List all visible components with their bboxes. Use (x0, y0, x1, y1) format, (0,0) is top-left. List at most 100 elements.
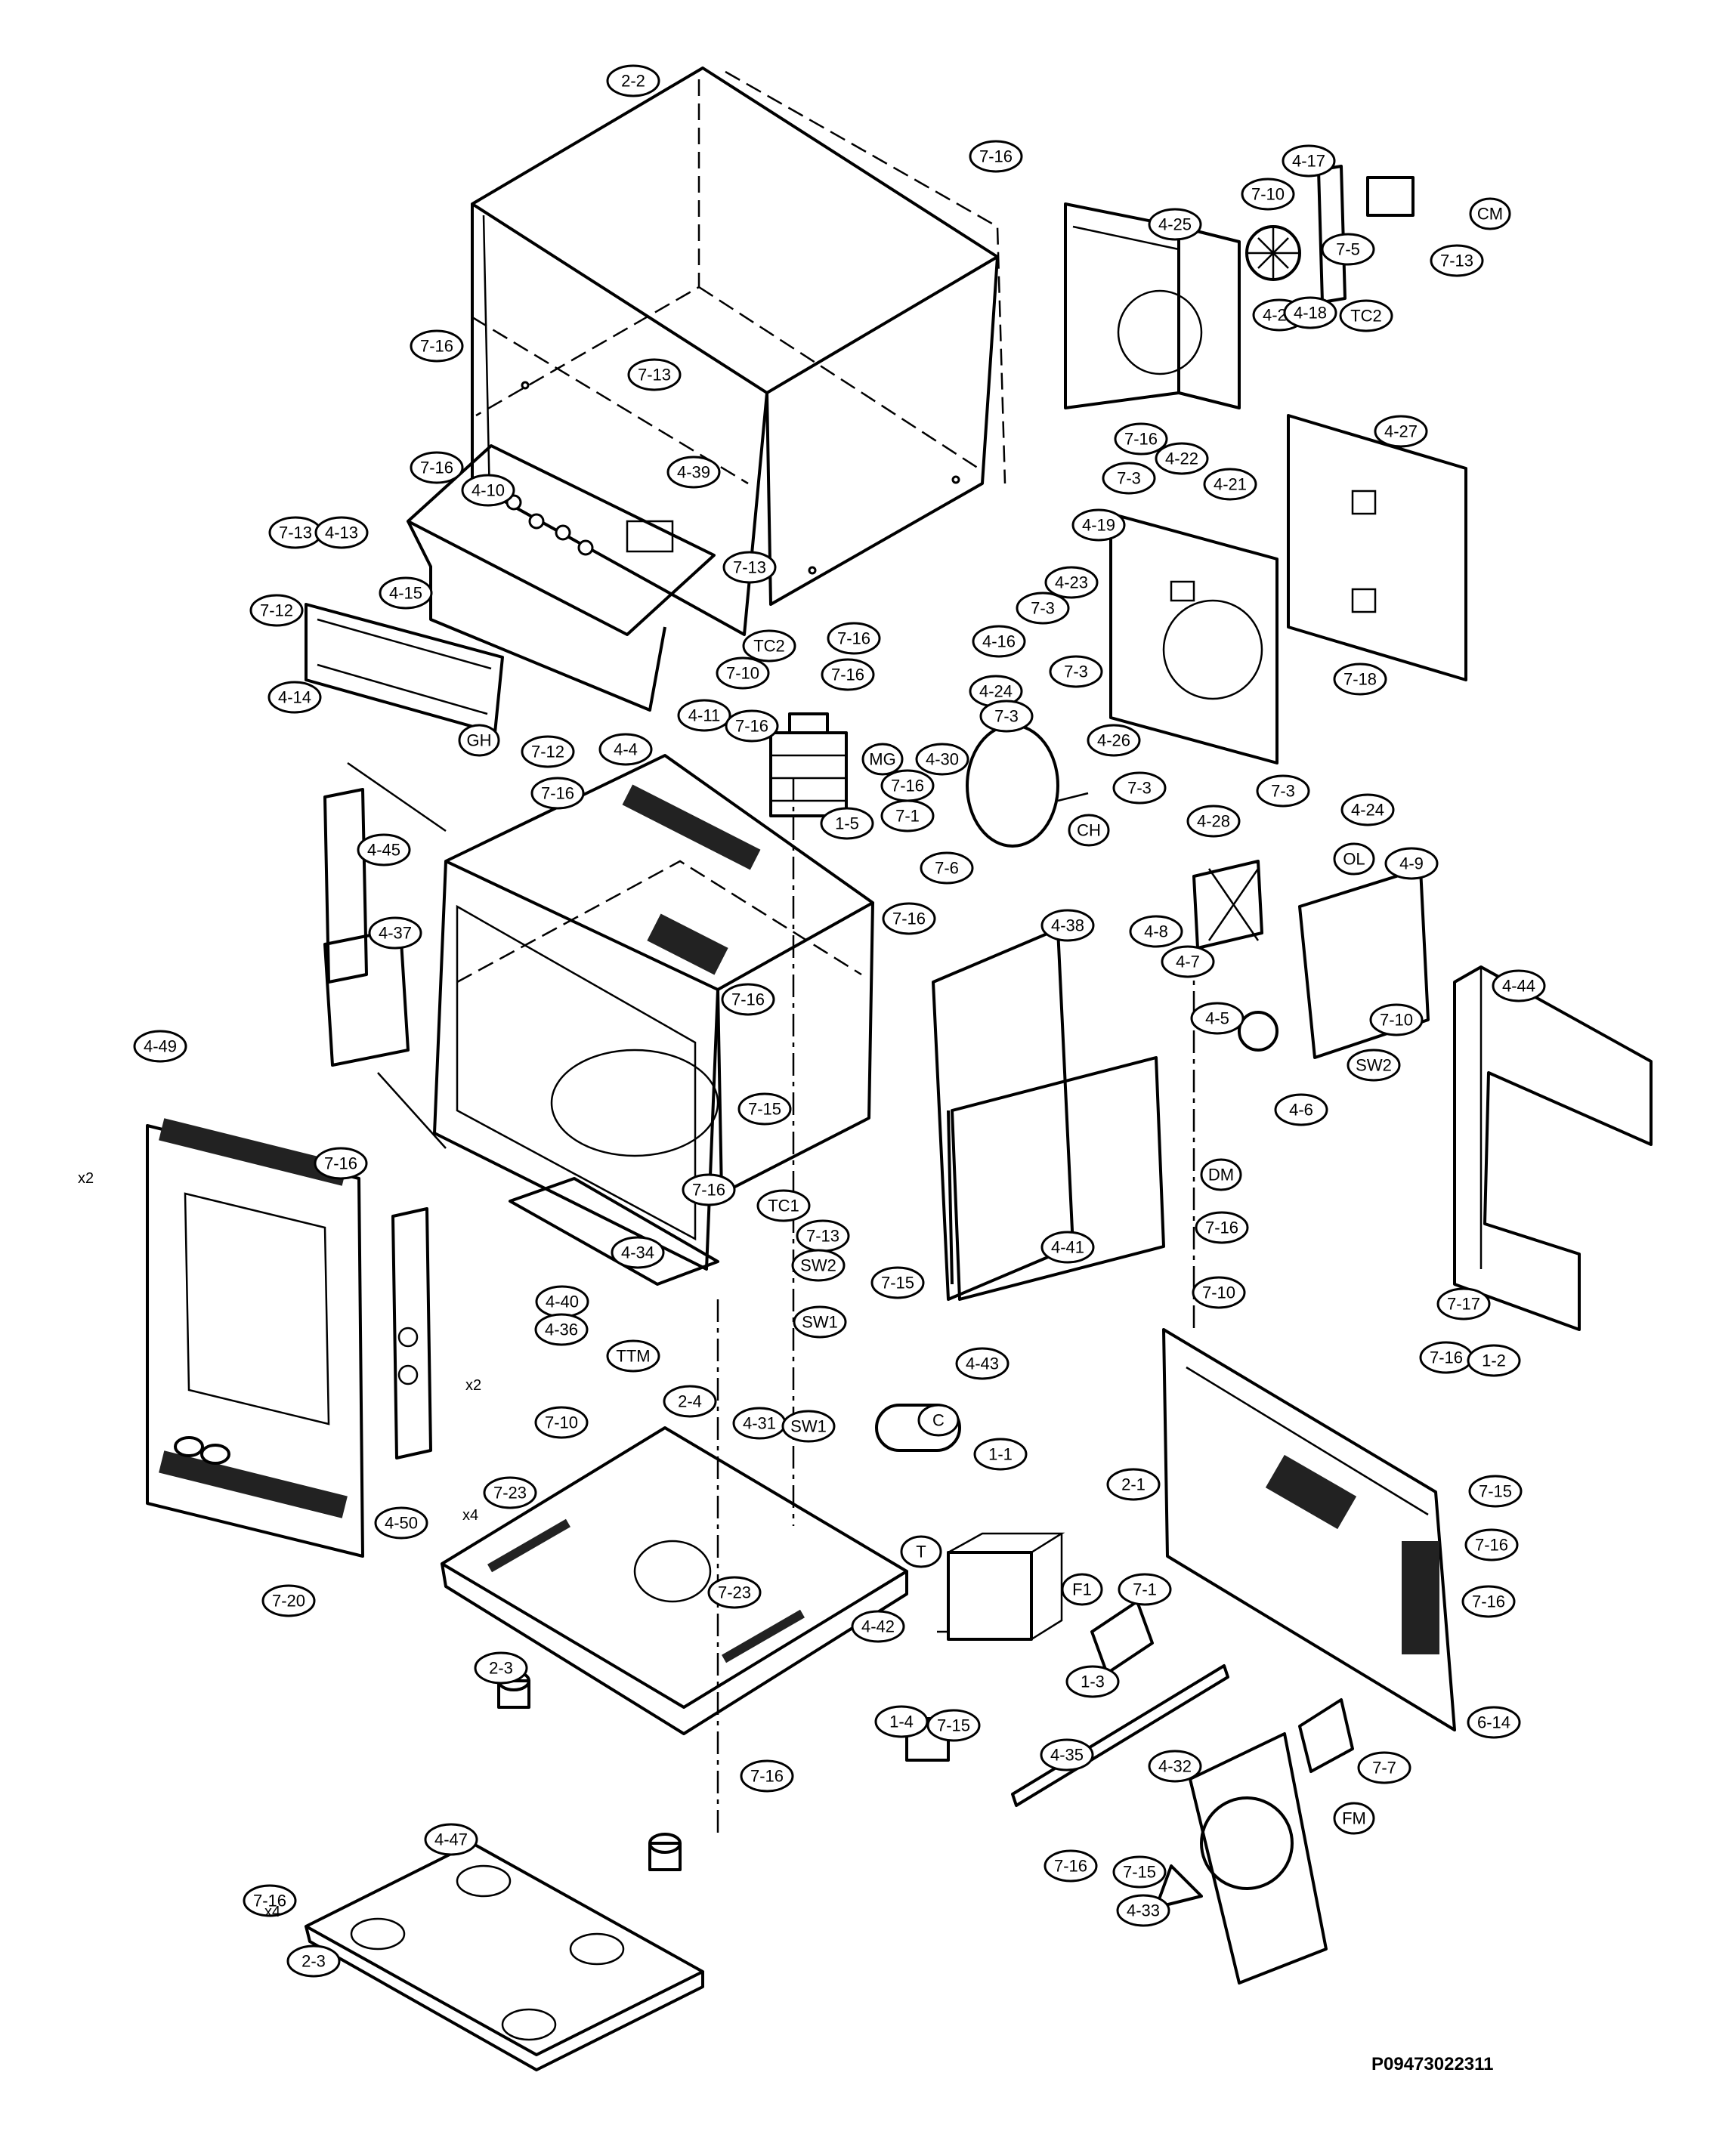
callout-bubble (133, 1030, 187, 1063)
callout-bubble (972, 625, 1026, 658)
callout-label: 7-16 (1054, 1857, 1087, 1876)
part-callout: 7-13 (268, 516, 323, 549)
fan-duct-drawing (1155, 1698, 1354, 1985)
base-plate-drawing (441, 1426, 908, 1735)
callout-label: F1 (1072, 1580, 1092, 1599)
part-callout: 7-16 (740, 1759, 794, 1793)
part-callout: 7-15 (1112, 1855, 1167, 1889)
callout-bubble (1112, 771, 1167, 805)
part-callout: 4-37 (368, 916, 422, 950)
callout-bubble (821, 658, 875, 691)
callout-bubble (722, 551, 777, 584)
callout-label: 7-10 (1202, 1283, 1235, 1302)
callout-label: MG (869, 750, 895, 769)
callout-bubble (1200, 1158, 1242, 1191)
part-callout: 7-10 (1241, 178, 1295, 211)
callout-label: 7-12 (531, 743, 564, 761)
callout-bubble (1492, 969, 1546, 1002)
part-callout: 4-18 (1283, 296, 1337, 329)
callout-bubble (1044, 566, 1099, 599)
callout-label: 4-7 (1176, 953, 1200, 971)
part-callout: 4-24 (1340, 793, 1395, 826)
part-callout: 2-1 (1106, 1468, 1161, 1501)
callout-label: 7-16 (1430, 1348, 1463, 1367)
part-callout: 4-44 (1492, 969, 1546, 1002)
callout-label: 4-24 (979, 682, 1013, 701)
callout-bubble (1283, 296, 1337, 329)
callout-bubble (1112, 1855, 1167, 1889)
callout-label: 7-3 (1117, 469, 1141, 488)
part-callout: 4-21 (1203, 468, 1257, 501)
part-callout: SW2 (1347, 1049, 1401, 1082)
callout-label: 7-1 (895, 807, 920, 826)
callout-bubble (1192, 1276, 1246, 1309)
callout-label: 7-16 (1472, 1592, 1505, 1611)
callout-label: C (932, 1411, 945, 1430)
callout-label: CM (1477, 205, 1503, 224)
part-callout: 7-16 (682, 1173, 736, 1206)
callout-bubble (851, 1610, 905, 1643)
callout-bubble (1071, 508, 1126, 542)
part-callout: 4-41 (1040, 1231, 1095, 1264)
part-callout: 7-7 (1357, 1751, 1411, 1784)
part-callout: 4-34 (611, 1236, 665, 1269)
back-plate-drawing (1162, 1328, 1456, 1731)
part-callout: 7-16 (243, 1884, 297, 1917)
callout-bubble (249, 594, 304, 627)
callout-bubble (461, 474, 515, 507)
part-callout: 7-5 (1321, 233, 1375, 266)
callout-bubble (458, 724, 500, 757)
callout-label: 7-16 (1205, 1219, 1238, 1237)
part-callout: 7-16 (969, 140, 1023, 173)
callout-bubble (1468, 1475, 1523, 1508)
callout-bubble (973, 1438, 1028, 1471)
part-callout: 4-25 (1148, 208, 1202, 241)
part-callout: 7-16 (530, 777, 585, 810)
part-callout: 7-12 (521, 735, 575, 768)
part-callout: 2-4 (663, 1385, 717, 1418)
part-callout: 7-16 (827, 622, 881, 655)
callout-label: DM (1208, 1166, 1234, 1185)
part-callout: 7-6 (920, 851, 974, 885)
callout-bubble (725, 709, 779, 743)
callout-label: 7-3 (1064, 663, 1088, 681)
transformer-capacitor-drawing (497, 1404, 1065, 1871)
callout-label: 4-47 (434, 1830, 468, 1849)
part-callout: 7-16 (410, 451, 464, 484)
callout-label: 7-23 (493, 1484, 527, 1503)
part-callout: 7-16 (410, 329, 464, 363)
callout-label: 4-43 (966, 1354, 999, 1373)
callout-bubble (627, 358, 682, 391)
callout-bubble (1040, 1738, 1094, 1771)
callout-label: SW2 (800, 1256, 836, 1275)
callout-label: 7-13 (638, 366, 671, 385)
callout-label: 7-17 (1447, 1295, 1480, 1314)
callout-label: 7-10 (545, 1413, 578, 1432)
callout-label: T (916, 1543, 926, 1561)
document-id: P09473022311 (1371, 2054, 1494, 2074)
callout-label: 4-6 (1289, 1101, 1313, 1120)
part-callout: 7-16 (1419, 1341, 1473, 1374)
part-callout: 4-4 (598, 733, 653, 766)
part-callout: 4-11 (677, 699, 731, 732)
callout-label: 4-49 (144, 1037, 177, 1056)
callout-bubble (267, 681, 322, 714)
callout-bubble (756, 1189, 811, 1222)
callout-label: 7-16 (979, 147, 1013, 166)
callout-label: 7-3 (1127, 779, 1152, 798)
callout-bubble (598, 733, 653, 766)
callout-label: 7-20 (272, 1592, 305, 1611)
callout-bubble (740, 1759, 794, 1793)
control-shelf-drawing (305, 444, 716, 734)
callout-label: 1-4 (889, 1713, 914, 1731)
callout-label: 4-5 (1205, 1009, 1229, 1028)
part-callout: 4-31 (732, 1407, 787, 1440)
part-callout: 4-7 (1161, 945, 1215, 978)
part-callout: 4-43 (955, 1347, 1010, 1380)
outer-frame-drawing (1453, 965, 1653, 1331)
callout-label: 4-15 (389, 584, 422, 603)
callout-label: 4-37 (379, 924, 412, 943)
part-callout: GH (458, 724, 500, 757)
callout-label: 7-16 (541, 784, 574, 803)
